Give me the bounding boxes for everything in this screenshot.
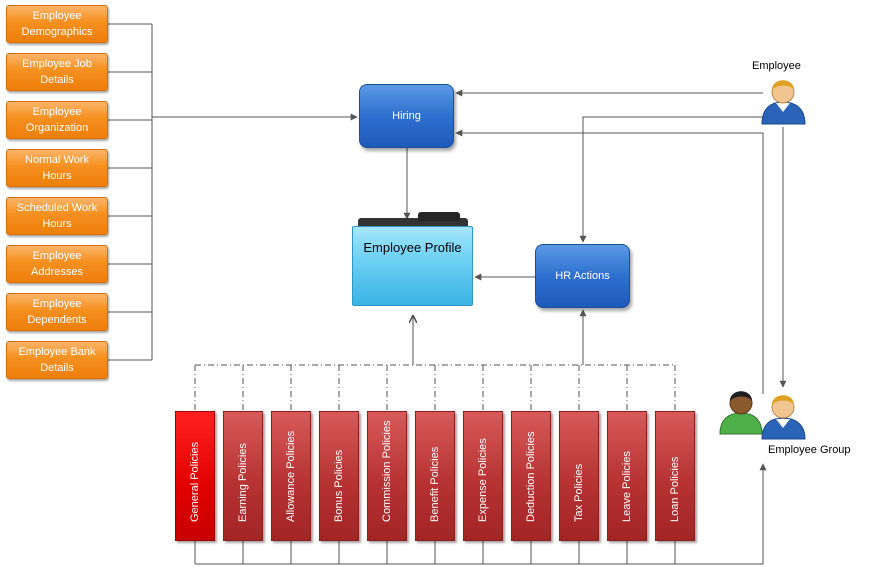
input-box-employee-demographics: Employee Demographics xyxy=(6,5,108,43)
employee-person-icon xyxy=(761,80,806,125)
policy-bar-loan: Loan Policies xyxy=(655,411,695,541)
policy-label: Expense Policies xyxy=(477,438,489,522)
employee-group-people-icon xyxy=(719,391,806,440)
policy-bar-tax: Tax Policies xyxy=(559,411,599,541)
policy-bar-commission: Commission Policies xyxy=(367,411,407,541)
hiring-label: Hiring xyxy=(392,110,421,122)
hr-actions-label: HR Actions xyxy=(555,270,610,282)
employee-group-label: Employee Group xyxy=(768,444,851,456)
input-box-label: Employee Dependents xyxy=(27,298,87,326)
input-box-label: Employee Addresses xyxy=(31,250,83,278)
policy-bar-earning: Earning Policies xyxy=(223,411,263,541)
policy-label: Leave Policies xyxy=(621,451,633,522)
policy-label: Deduction Policies xyxy=(525,431,537,523)
policy-bar-leave: Leave Policies xyxy=(607,411,647,541)
policy-bar-bonus: Bonus Policies xyxy=(319,411,359,541)
hiring-box: Hiring xyxy=(359,84,454,148)
input-box-scheduled-work-hours: Scheduled Work Hours xyxy=(6,197,108,235)
policy-label: Allowance Policies xyxy=(285,430,297,522)
input-box-employee-addresses: Employee Addresses xyxy=(6,245,108,283)
policy-bar-deduction: Deduction Policies xyxy=(511,411,551,541)
input-box-employee-dependents: Employee Dependents xyxy=(6,293,108,331)
policy-label: Benefit Policies xyxy=(429,446,441,522)
input-box-label: Normal Work Hours xyxy=(25,154,89,182)
input-box-label: Employee Job Details xyxy=(22,58,92,86)
policy-bar-benefit: Benefit Policies xyxy=(415,411,455,541)
hr-actions-box: HR Actions xyxy=(535,244,630,308)
policy-bar-allowance: Allowance Policies xyxy=(271,411,311,541)
input-box-label: Employee Bank Details xyxy=(18,346,96,374)
employee-profile-folder-icon: Employee Profile xyxy=(352,212,473,306)
policy-label: General Policies xyxy=(189,441,201,522)
policy-label: Commission Policies xyxy=(381,420,393,522)
input-box-employee-organization: Employee Organization xyxy=(6,101,108,139)
policy-bar-expense: Expense Policies xyxy=(463,411,503,541)
policy-label: Bonus Policies xyxy=(333,449,345,522)
employee-label: Employee xyxy=(752,60,801,72)
input-box-label: Scheduled Work Hours xyxy=(16,202,98,230)
policy-bar-general: General Policies xyxy=(175,411,215,541)
input-box-employee-job-details: Employee Job Details xyxy=(6,53,108,91)
input-box-employee-bank-details: Employee Bank Details xyxy=(6,341,108,379)
policy-label: Loan Policies xyxy=(669,456,681,522)
input-box-label: Employee Organization xyxy=(25,106,89,134)
employee-profile-label: Employee Profile xyxy=(363,240,462,255)
policy-label: Tax Policies xyxy=(573,463,585,522)
input-box-label: Employee Demographics xyxy=(21,10,93,38)
input-box-normal-work-hours: Normal Work Hours xyxy=(6,149,108,187)
policy-label: Earning Policies xyxy=(237,443,249,522)
